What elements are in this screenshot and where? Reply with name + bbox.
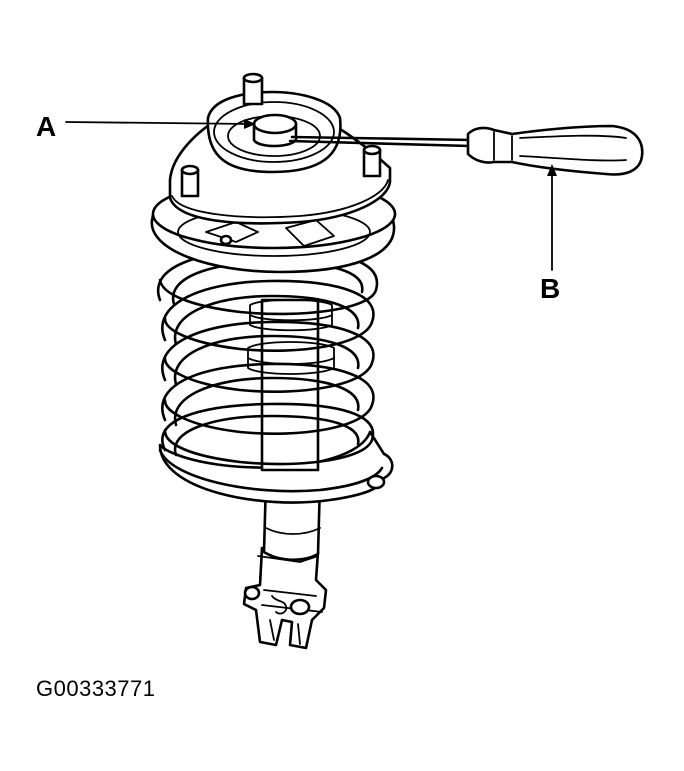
- knuckle-bracket: [242, 546, 328, 650]
- upper-mount: [168, 72, 392, 225]
- callout-label-a: A: [36, 111, 56, 142]
- screwdriver-tool: [288, 124, 644, 176]
- leader-lines: [65, 119, 557, 271]
- figure-id: G00333771: [36, 676, 156, 701]
- callout-label-b: B: [540, 273, 560, 304]
